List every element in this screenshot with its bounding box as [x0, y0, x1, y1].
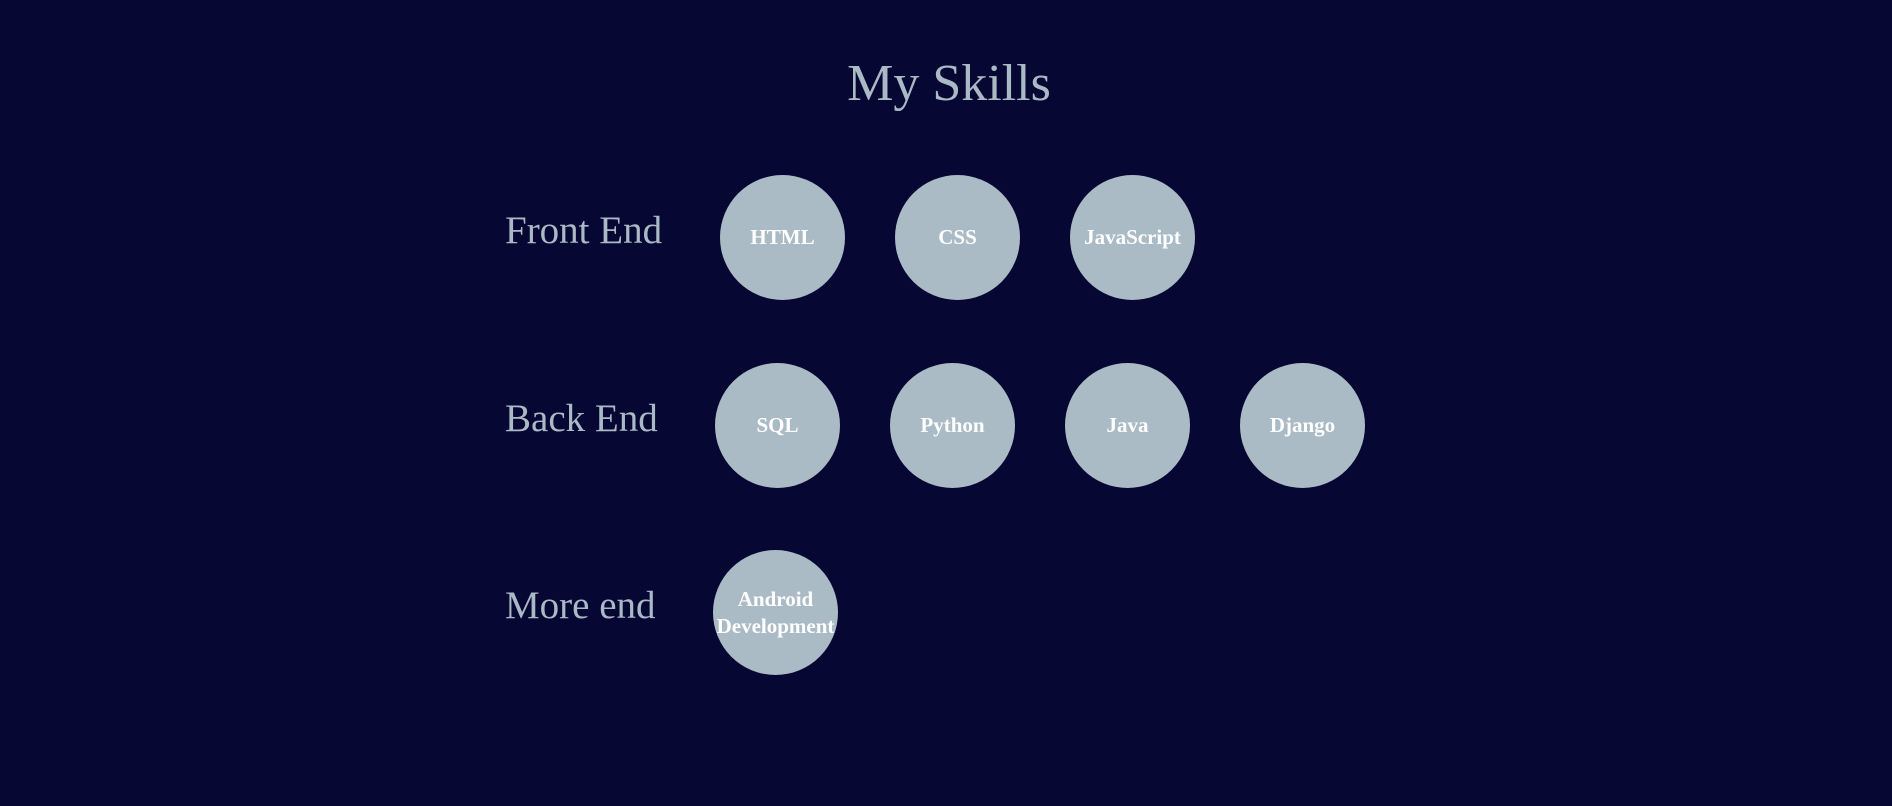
skill-python[interactable]: Python: [890, 363, 1015, 488]
row-label-back-end: Back End: [505, 397, 658, 440]
skill-android-development[interactable]: Android Development: [713, 550, 838, 675]
skill-java[interactable]: Java: [1065, 363, 1190, 488]
skill-css[interactable]: CSS: [895, 175, 1020, 300]
page-title: My Skills: [847, 55, 1051, 112]
skill-javascript[interactable]: JavaScript: [1070, 175, 1195, 300]
skill-html[interactable]: HTML: [720, 175, 845, 300]
skill-sql[interactable]: SQL: [715, 363, 840, 488]
skill-label: Python: [920, 413, 985, 437]
skill-label: CSS: [938, 225, 977, 249]
row-label-more-end: More end: [505, 584, 656, 627]
skill-django[interactable]: Django: [1240, 363, 1365, 488]
skill-label: SQL: [756, 413, 799, 437]
skill-label: JavaScript: [1084, 225, 1181, 249]
skill-label: HTML: [750, 225, 815, 249]
skill-label: Android Development: [716, 586, 835, 638]
row-label-front-end: Front End: [505, 209, 663, 252]
skill-label: Java: [1106, 413, 1149, 437]
skill-label: Django: [1269, 413, 1336, 437]
